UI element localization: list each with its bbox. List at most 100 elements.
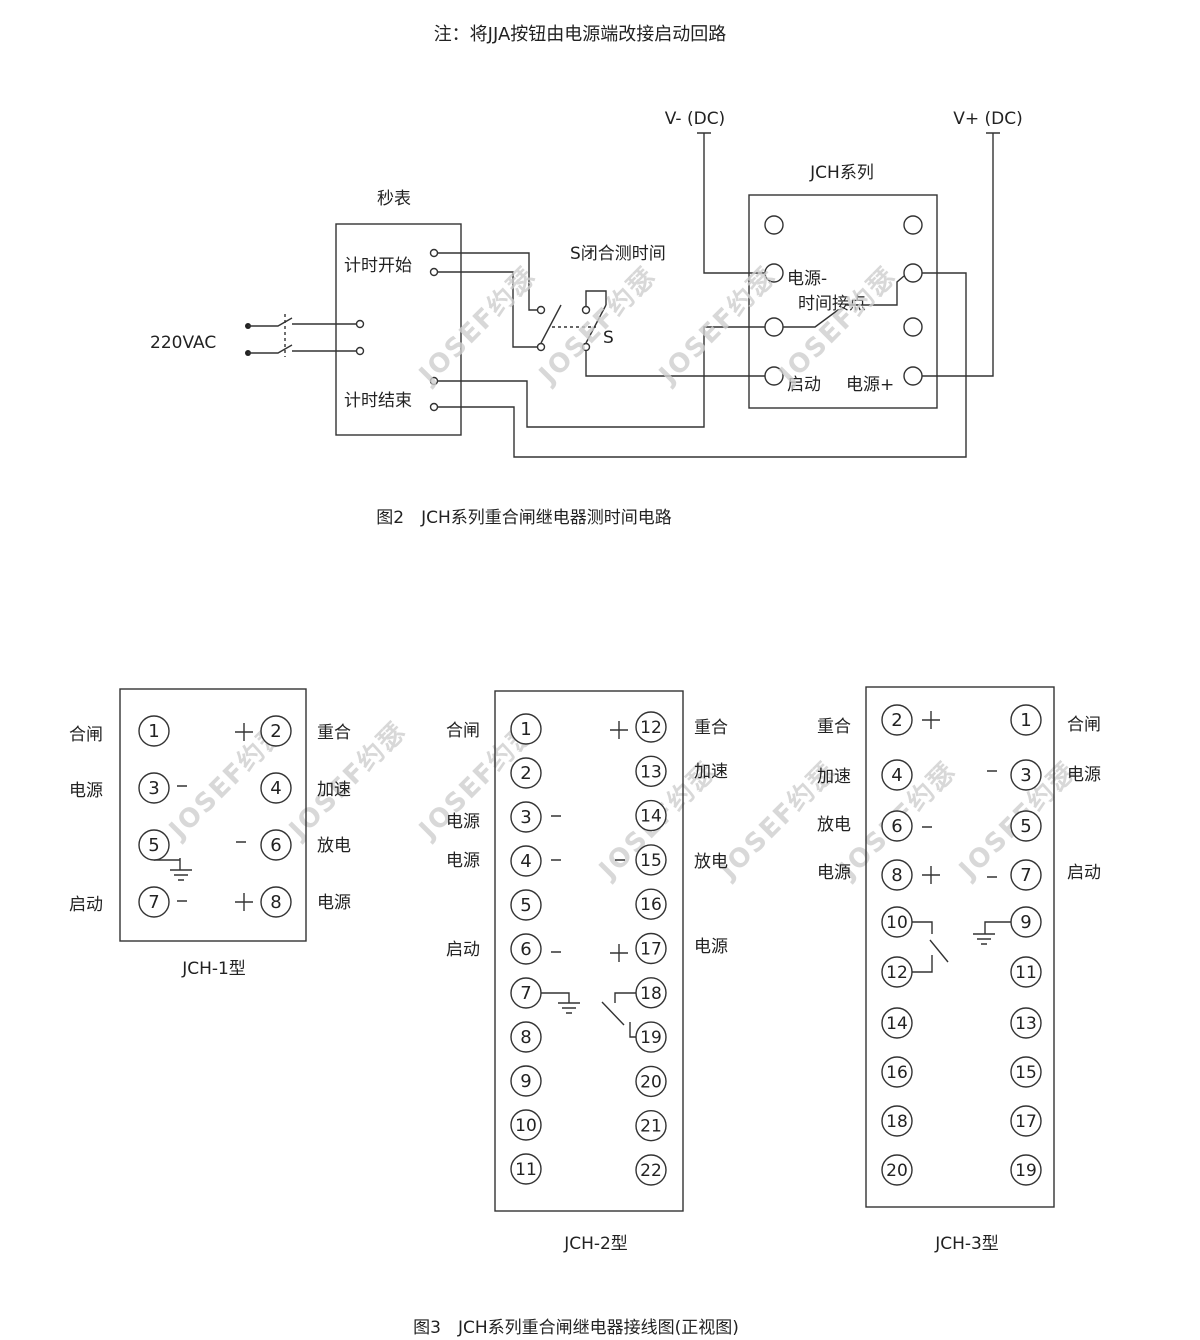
jch1-name: JCH-1型 — [181, 959, 246, 979]
switch-contact — [536, 305, 546, 315]
terminal-number: 15 — [1015, 1063, 1037, 1083]
terminal-circle — [635, 755, 667, 787]
ground-icon — [973, 921, 1012, 945]
terminal-circle — [635, 1021, 667, 1053]
terminal: 21 — [635, 1109, 667, 1142]
terminal-number: 11 — [515, 1160, 537, 1180]
terminal-circle — [881, 1105, 913, 1137]
terminal-number: 5 — [520, 895, 531, 916]
terminal-circle — [510, 933, 542, 965]
time-contact-label: 时间接点 — [798, 294, 866, 314]
terminal: 17 — [1010, 1105, 1042, 1137]
terminal-number: 8 — [891, 865, 902, 886]
terminal-circle — [1010, 1105, 1042, 1137]
terminal: 15 — [635, 844, 667, 876]
terminal-circle — [1010, 1007, 1042, 1039]
power-minus-label: 电源- — [787, 269, 827, 289]
terminal-number: 1 — [520, 719, 531, 740]
v-plus-label: V+ (DC) — [953, 109, 1023, 129]
switch-contact — [581, 342, 591, 352]
terminal: 1 — [1010, 704, 1042, 736]
terminal-circle — [138, 829, 170, 861]
terminal: 16 — [635, 888, 667, 920]
terminal-number: 2 — [520, 763, 531, 784]
terminal: 19 — [1010, 1154, 1042, 1186]
terminal-number: 9 — [1020, 912, 1031, 933]
wire-timer-start-2 — [438, 271, 538, 348]
terminal-circle — [510, 1109, 542, 1141]
terminal-number: 19 — [640, 1028, 662, 1048]
terminal-number: 4 — [891, 765, 902, 786]
terminal-number: 7 — [1020, 865, 1031, 886]
terminal-number: 2 — [270, 721, 281, 742]
ground-icon — [154, 858, 192, 881]
terminal-number: 14 — [886, 1014, 908, 1034]
terminal-number: 19 — [1015, 1161, 1037, 1181]
timer-end-label: 计时结束 — [344, 391, 412, 411]
power-plus-label: 电源+ — [846, 375, 894, 395]
jch3-right-label: 合闸 — [1067, 715, 1101, 735]
v-plus-wire — [922, 132, 1000, 377]
terminal-circle — [138, 772, 170, 804]
terminal-circle — [138, 715, 170, 747]
terminal: 8 — [510, 1021, 542, 1053]
terminal: 1 — [138, 715, 170, 747]
terminal-circle — [510, 977, 542, 1009]
terminal-number: 22 — [640, 1161, 662, 1181]
switch-label: S闭合测时间 — [570, 244, 666, 264]
terminal-number: 2 — [891, 710, 902, 731]
contact-icon — [910, 921, 949, 973]
terminal-circle — [260, 772, 292, 804]
terminal-circle — [1010, 956, 1042, 988]
fig2-caption: 图2 JCH系列重合闸继电器测时间电路 — [376, 508, 671, 528]
terminal-number: 20 — [640, 1072, 662, 1092]
contact-icon — [601, 992, 637, 1038]
terminal: 13 — [635, 755, 667, 787]
terminal-number: 13 — [1015, 1014, 1037, 1034]
terminal-number: 17 — [1015, 1112, 1037, 1132]
terminal-number: 6 — [520, 939, 531, 960]
terminal-number: 21 — [640, 1117, 662, 1137]
v-minus-wire — [697, 132, 765, 274]
terminal-number: 9 — [520, 1071, 531, 1092]
terminal: 22 — [635, 1154, 667, 1186]
terminal: 7 — [510, 977, 542, 1009]
terminal: 20 — [635, 1065, 667, 1098]
jch2-terminal-diagram: JCH-2型 合闸 电源 电源 启动 重合 加速 放电 电源 — [446, 690, 728, 1254]
jch3-left-label: 加速 — [817, 767, 851, 787]
terminal-circle — [635, 799, 667, 832]
terminal-number: 5 — [1020, 816, 1031, 837]
terminal-number: 10 — [515, 1116, 537, 1136]
watermark: JOSEF约瑟 — [652, 261, 783, 392]
terminal-number: 7 — [148, 892, 159, 913]
minus-sign — [551, 815, 625, 953]
terminal-circle — [635, 844, 667, 876]
wire-timer-start-1 — [438, 252, 538, 311]
terminal: 4 — [260, 772, 292, 804]
terminal-number: 3 — [148, 778, 159, 799]
terminal-circle — [1010, 1154, 1042, 1186]
terminal: 18 — [881, 1105, 913, 1137]
ac-label: 220VAC — [150, 333, 216, 353]
terminal: 5 — [510, 889, 542, 921]
jch3-right-label: 启动 — [1067, 863, 1101, 883]
ground-icon — [540, 992, 580, 1014]
fig2-test-circuit: 秒表 计时开始 计时结束 220VAC JCH系列 电源- 时间接点 启动 电源… — [150, 109, 1023, 528]
terminal: 12 — [635, 711, 667, 743]
terminal-number: 18 — [886, 1112, 908, 1132]
terminal-circle — [881, 1007, 913, 1039]
ac-terminal-2 — [355, 346, 365, 356]
switch-contact — [536, 342, 546, 352]
terminal: 5 — [1010, 810, 1042, 842]
terminal: 20 — [881, 1154, 913, 1186]
terminal-circle — [1010, 906, 1042, 938]
terminal-circle — [635, 977, 667, 1009]
terminal-number: 3 — [1020, 765, 1031, 786]
terminal-number: 8 — [270, 892, 281, 913]
terminal-number: 3 — [520, 807, 531, 828]
jch3-box — [865, 686, 1055, 1208]
plus-sign — [922, 711, 940, 884]
terminal: 2 — [510, 757, 542, 789]
terminal-circle — [510, 1153, 542, 1185]
jch2-name: JCH-2型 — [563, 1234, 628, 1254]
